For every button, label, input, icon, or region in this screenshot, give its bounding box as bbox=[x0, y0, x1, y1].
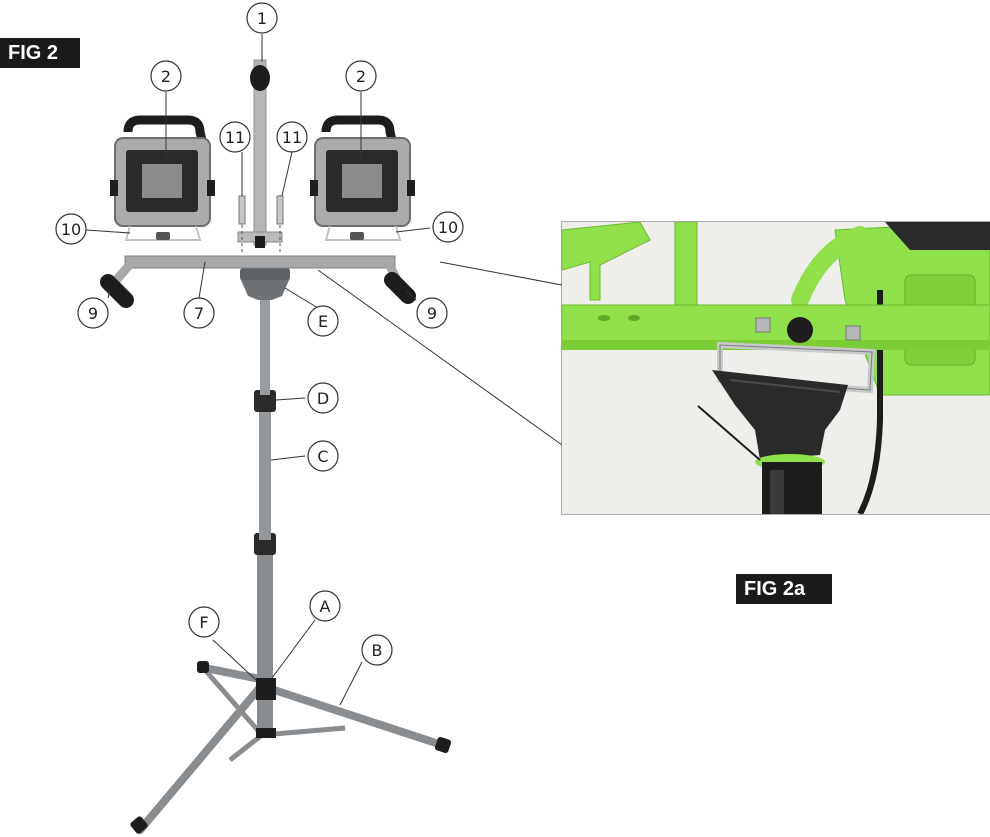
detail-leader-bottom bbox=[317, 269, 563, 446]
callout-a: A bbox=[320, 597, 331, 616]
callout-leaders bbox=[85, 34, 431, 706]
callout-10-right: 10 bbox=[438, 218, 458, 237]
tripod-stand bbox=[130, 268, 452, 834]
callout-circles bbox=[55, 2, 464, 666]
callout-7: 7 bbox=[194, 304, 204, 323]
callout-2-left: 2 bbox=[161, 67, 171, 86]
callout-10-left: 10 bbox=[61, 220, 81, 239]
callout-b: B bbox=[372, 641, 383, 660]
extension-pole bbox=[237, 59, 283, 248]
callout-1: 1 bbox=[257, 9, 267, 28]
callout-9-right: 9 bbox=[427, 304, 437, 323]
detail-view bbox=[561, 221, 990, 515]
callout-2-right: 2 bbox=[356, 67, 366, 86]
callout-d: D bbox=[317, 389, 329, 408]
fig-2-label: FIG 2 bbox=[0, 38, 80, 68]
detail-leader-top bbox=[439, 261, 563, 286]
callout-11-left: 11 bbox=[225, 128, 245, 147]
callout-f: F bbox=[199, 613, 208, 632]
callout-9-left: 9 bbox=[88, 304, 98, 323]
left-work-light bbox=[110, 115, 215, 241]
callout-11-right: 11 bbox=[282, 128, 302, 147]
callout-c: C bbox=[317, 447, 328, 466]
right-work-light bbox=[310, 115, 415, 241]
fig-2a-label: FIG 2a bbox=[736, 574, 832, 604]
crossbar bbox=[100, 255, 416, 308]
detail-pointer bbox=[697, 405, 761, 461]
callout-e: E bbox=[318, 312, 328, 331]
